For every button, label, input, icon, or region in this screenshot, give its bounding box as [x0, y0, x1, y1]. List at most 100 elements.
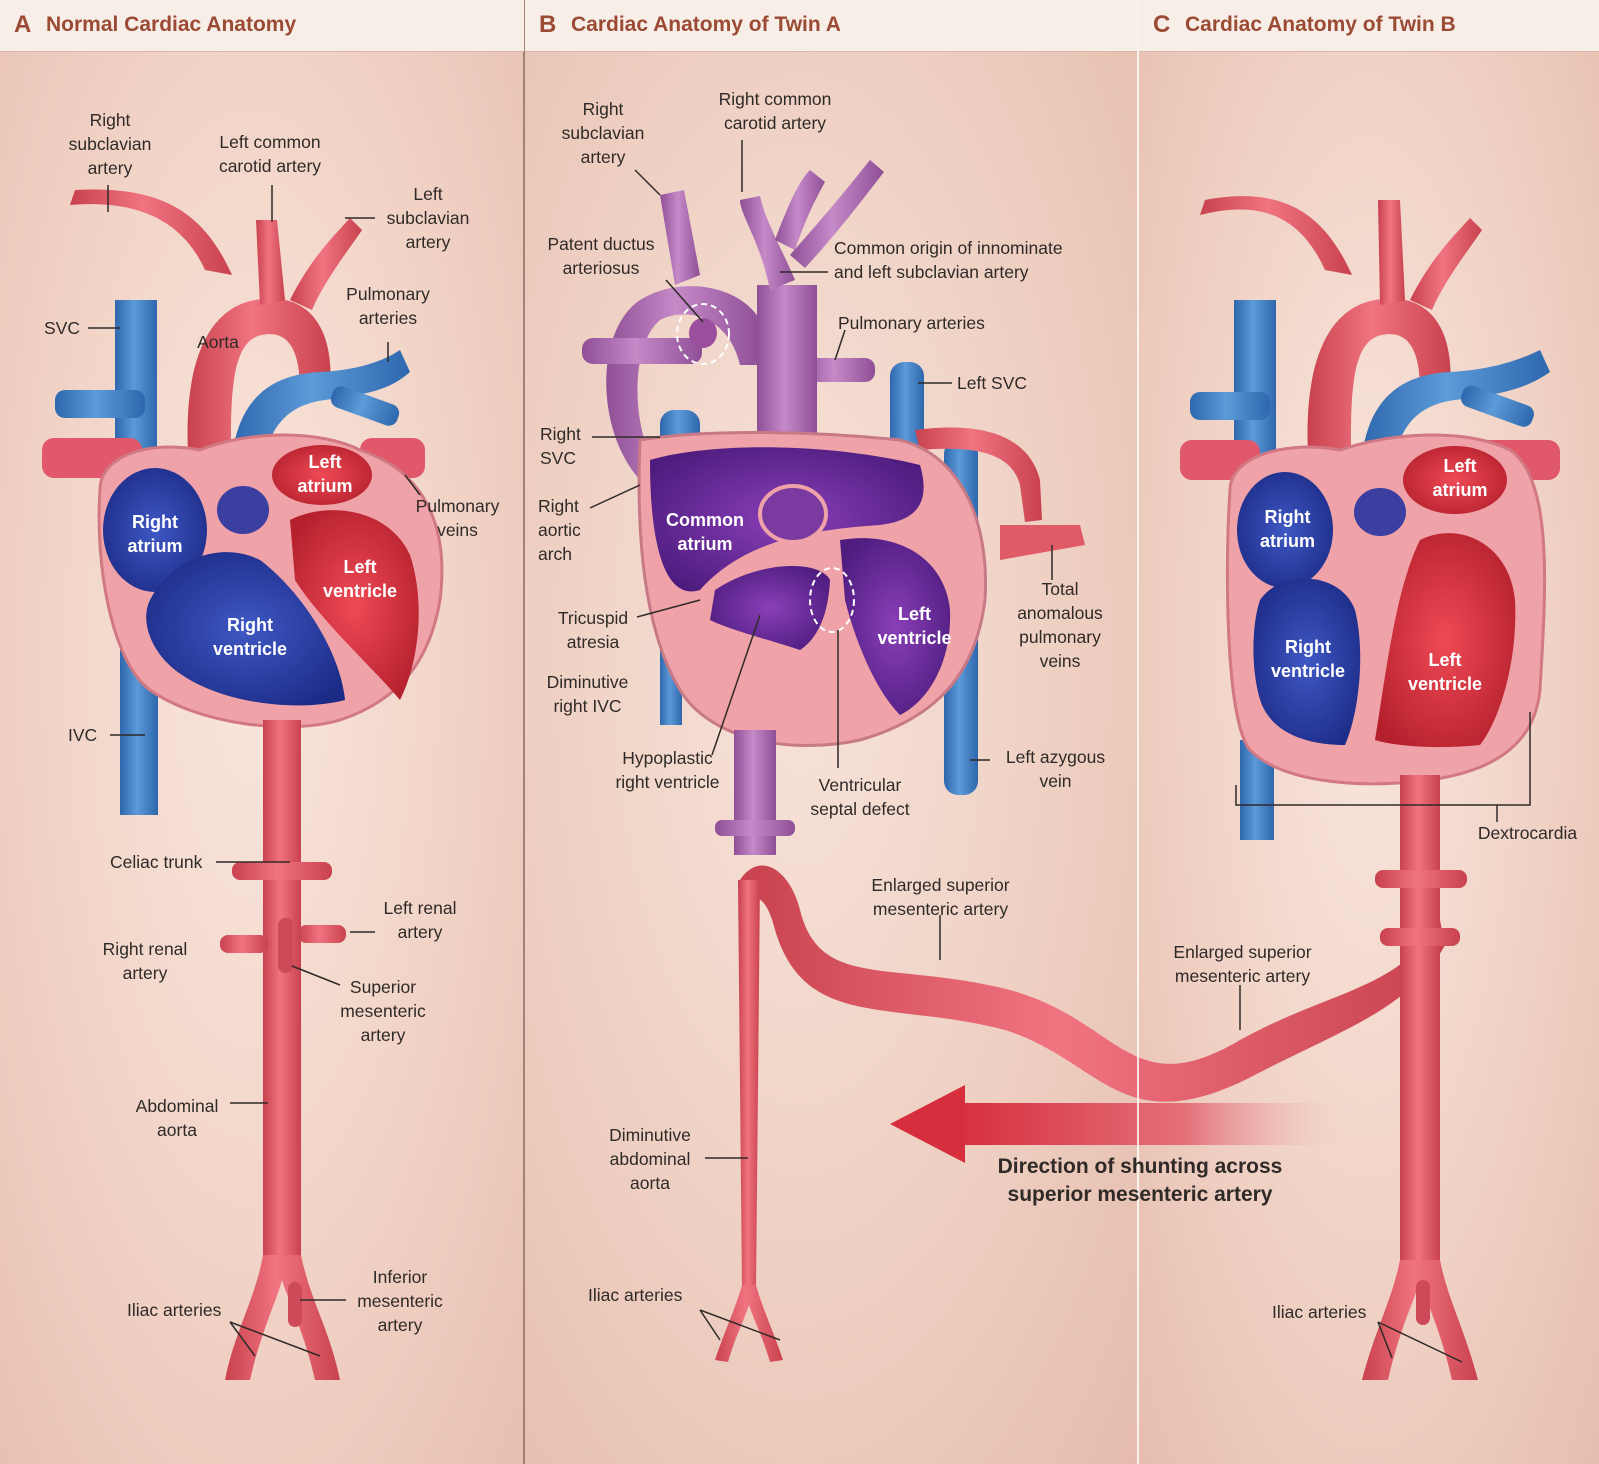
iliac-bifurcation-a [225, 1255, 340, 1380]
panel-a-letter: A [14, 11, 32, 38]
celiac-branch-a [232, 862, 332, 880]
celiac-branch-c [1375, 870, 1467, 888]
panel-c-letter: C [1153, 11, 1171, 38]
left-common-carotid-vessel [256, 220, 285, 305]
label-a-celiac-trunk: Celiac trunk [110, 852, 203, 872]
anomalous-pulmonary-veins [915, 427, 1042, 522]
arch-branch-right-c [1200, 196, 1352, 275]
ima-stub-a [288, 1282, 302, 1327]
shunt-arrow [890, 1085, 1340, 1163]
pulmonary-artery-branch-c [1461, 385, 1534, 427]
label-a-svc: SVC [44, 318, 80, 338]
right-aortic-arch [606, 286, 760, 480]
right-subclavian-vessel [70, 189, 232, 275]
label-b-pulmonary-arteries: Pulmonary arteries [838, 313, 985, 333]
dextrocardia-bracket [1235, 712, 1531, 806]
aortic-valve [213, 482, 273, 538]
left-atrium-chamber [272, 445, 372, 505]
shunt-arrow-shaft [955, 1103, 1340, 1145]
iliac-bifurcation-c [1362, 1260, 1478, 1380]
panel-c-header: C Cardiac Anatomy of Twin B [1139, 0, 1599, 52]
panel-b-letter: B [539, 11, 557, 38]
left-atrium-c-chamber [1403, 446, 1507, 514]
pulmonary-vein-c-upper [1190, 392, 1270, 420]
panel-c-art [1180, 196, 1560, 1380]
right-ventricle-c-chamber [1253, 578, 1361, 745]
label-c-dextrocardia: Dextrocardia [1477, 823, 1578, 843]
panel-c-title: Cardiac Anatomy of Twin B [1185, 13, 1456, 36]
label-c-iliac-arteries: Iliac arteries [1272, 1302, 1367, 1322]
left-ventricle-chamber [290, 510, 419, 700]
enlarged-sma-vessel [740, 865, 1445, 1102]
right-ventricle-chamber [146, 552, 345, 706]
ima-stub-c [1416, 1280, 1430, 1325]
panel-a-art [42, 185, 444, 1380]
subclavian-left-b [790, 160, 884, 268]
hypoplastic-rv-chamber [710, 566, 830, 650]
pulmonary-trunk [230, 350, 410, 480]
iliac-bifurcation-b [715, 1285, 783, 1362]
right-atrium-chamber [103, 468, 207, 592]
aortic-arch [187, 298, 331, 480]
renal-branch-left-a [298, 925, 346, 943]
panel-b-art [582, 140, 1445, 1362]
right-atrium-c-chamber [1237, 472, 1333, 588]
arch-branch-mid-c [1378, 200, 1405, 305]
label-b-left-svc: Left SVC [957, 373, 1028, 393]
label-b-iliac-arteries: Iliac arteries [588, 1285, 683, 1305]
left-ventricle-c-chamber [1375, 533, 1516, 748]
leaders-a [88, 185, 421, 1357]
right-pulmonary-vein-upper [55, 390, 145, 418]
right-subclavian-b [660, 190, 700, 285]
semilunar-valve-b [758, 484, 828, 544]
sma-stub-a [278, 918, 293, 973]
descending-aorta-a [263, 720, 301, 1260]
panel-a-header: A Normal Cardiac Anatomy [0, 0, 524, 52]
left-subclavian-vessel [290, 218, 362, 310]
renal-branch-right-a [220, 935, 268, 953]
leaders-c [1239, 805, 1498, 1363]
leaders-b [589, 140, 1053, 1341]
common-origin-branch [740, 196, 795, 290]
panel-b-header: B Cardiac Anatomy of Twin A [525, 0, 1137, 52]
label-a-aorta: Aorta [197, 332, 239, 352]
left-pulmonary-artery-branch [330, 386, 400, 426]
descending-aorta-b [734, 730, 776, 855]
vsd-circle [809, 567, 855, 633]
arch-branch-left-c [1410, 218, 1482, 310]
aortic-valve-c [1350, 484, 1410, 540]
pulmonary-artery-right-b [582, 338, 702, 364]
label-a-iliac-arteries: Iliac arteries [127, 1300, 222, 1320]
celiac-branch-b [715, 820, 795, 836]
